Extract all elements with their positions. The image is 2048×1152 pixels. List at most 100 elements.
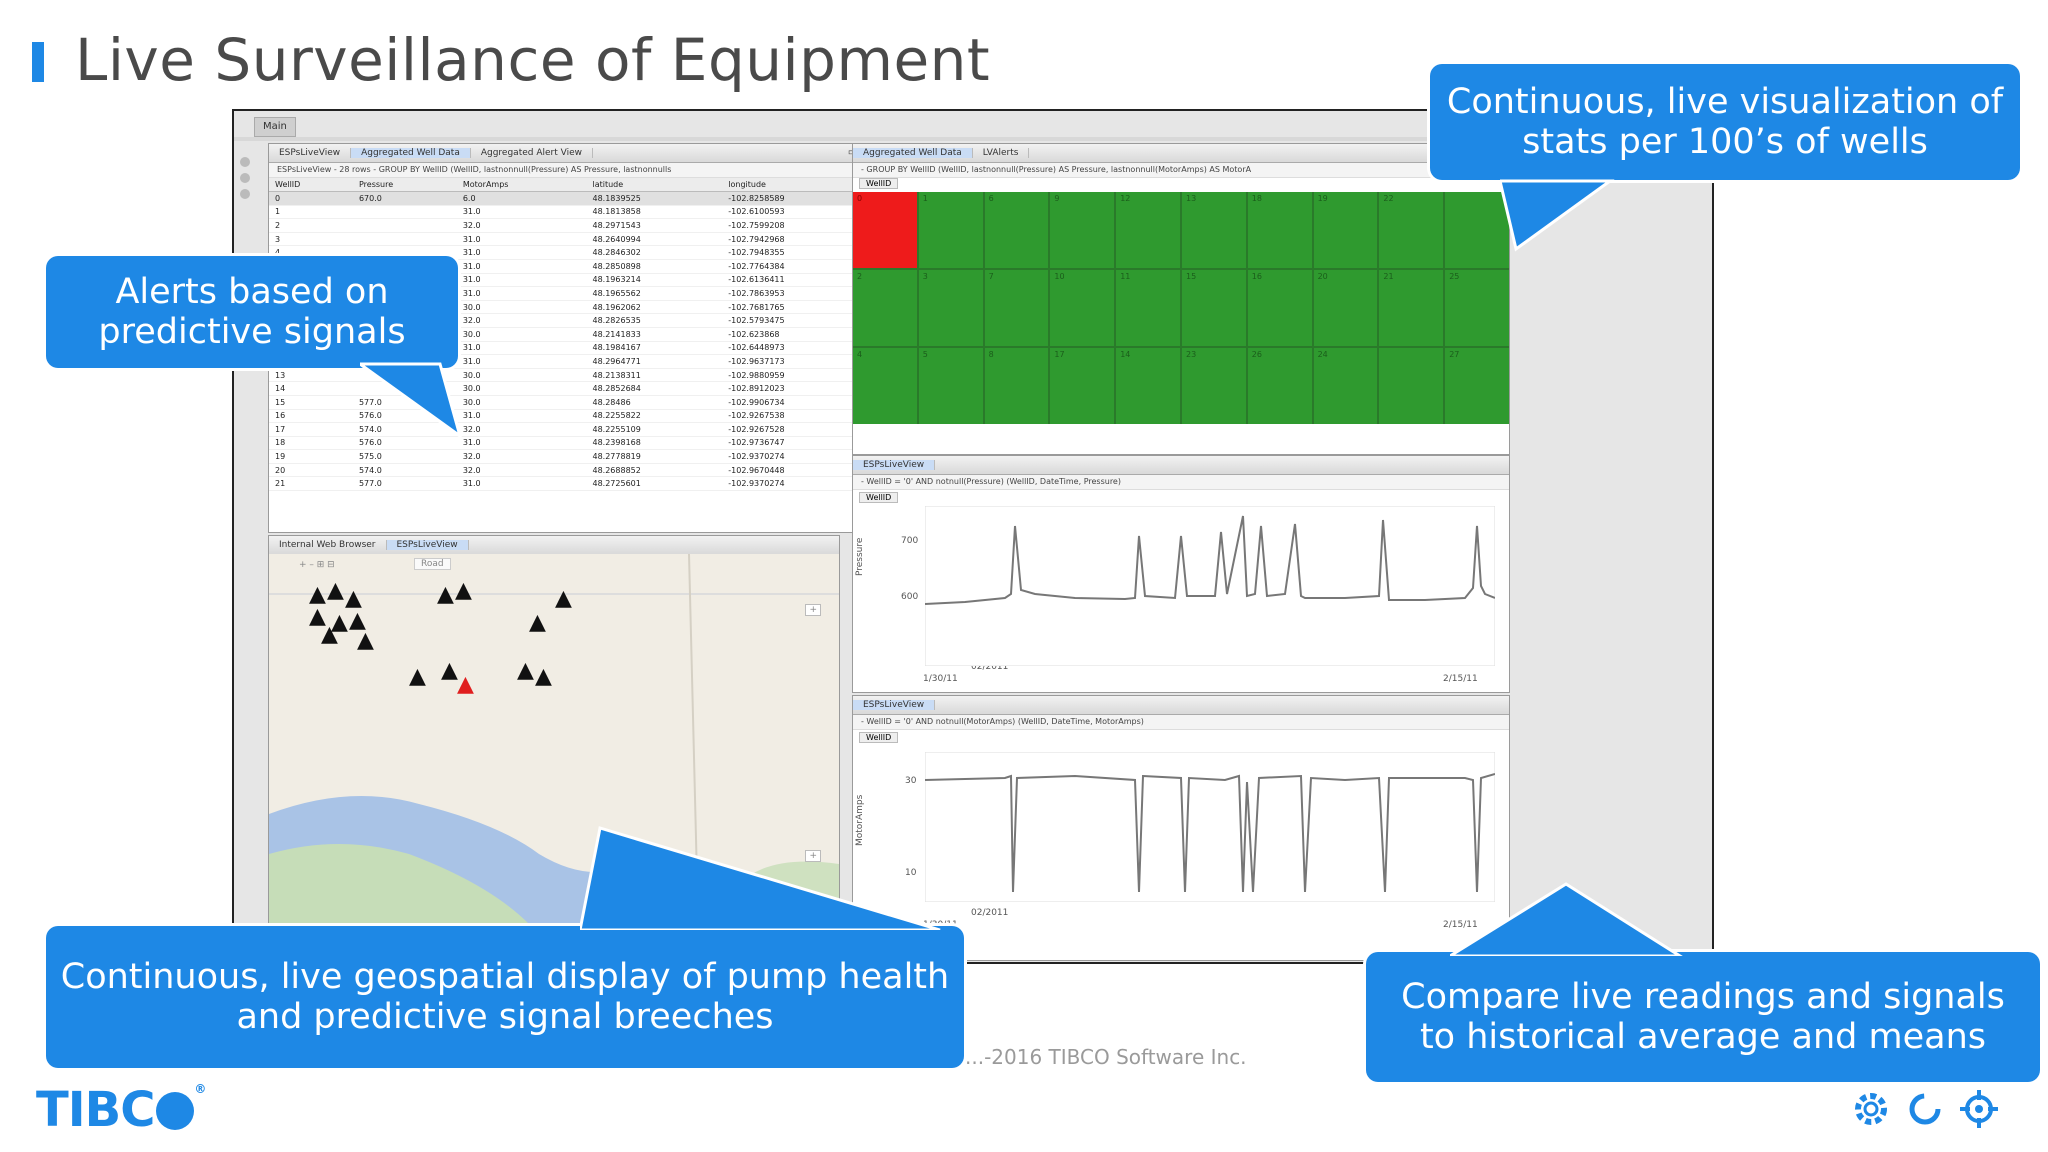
pump-jack-icon[interactable]: ▲ xyxy=(517,658,534,683)
map-zoom-in-control[interactable]: + xyxy=(805,850,821,862)
table-cell: -102.9370274 xyxy=(722,476,876,492)
heatmap-cell[interactable]: 23 xyxy=(1181,348,1246,424)
tab-lvalerts[interactable]: LVAlerts xyxy=(973,148,1030,158)
amps-query-text: - WellID = '0' AND notnull(MotorAmps) (W… xyxy=(853,715,1509,730)
pump-jack-icon[interactable]: ▲ xyxy=(321,622,338,647)
tab-aggregated-well-data[interactable]: Aggregated Well Data xyxy=(351,148,471,158)
pump-jack-icon[interactable]: ▲ xyxy=(309,582,326,607)
heatmap-cell[interactable]: 20 xyxy=(1313,270,1378,346)
table-cell: 30.0 xyxy=(456,327,587,342)
map-zoom-controls[interactable]: + – ⊞ ⊟ xyxy=(299,560,335,570)
heatmap-cell[interactable]: 3 xyxy=(918,270,983,346)
table-cell: 31.0 xyxy=(456,273,587,288)
column-header[interactable]: longitude xyxy=(722,178,876,192)
heatmap-cell[interactable]: 26 xyxy=(1247,348,1312,424)
heatmap-cell[interactable]: 24 xyxy=(1313,348,1378,424)
heatmap-cell[interactable]: 11 xyxy=(1116,270,1180,346)
table-cell: 576.0 xyxy=(352,436,457,451)
column-header[interactable]: Pressure xyxy=(352,178,457,192)
pump-jack-icon[interactable]: ▲ xyxy=(455,578,472,603)
pump-jack-icon[interactable]: ▲ xyxy=(535,664,552,689)
heatmap-cell[interactable]: 10 xyxy=(1050,270,1115,346)
tab-espsliveview[interactable]: ESPsLiveView xyxy=(269,148,352,158)
heatmap-cell[interactable]: 25 xyxy=(1445,270,1509,346)
main-tab[interactable]: Main xyxy=(254,117,296,137)
heatmap-cell[interactable]: 14 xyxy=(1116,348,1180,424)
heatmap-cell[interactable]: 22 xyxy=(1379,192,1444,268)
tab-espsliveview-amps[interactable]: ESPsLiveView xyxy=(853,700,936,710)
pump-jack-icon[interactable]: ▲ xyxy=(349,608,366,633)
heatmap-cell[interactable]: 15 xyxy=(1181,270,1246,346)
table-cell: 48.1839525 xyxy=(586,191,723,206)
pressure-field-chip[interactable]: WellID xyxy=(859,492,899,503)
pump-jack-icon[interactable]: ▲ xyxy=(441,658,458,683)
heatmap-cell[interactable] xyxy=(1379,348,1444,424)
pump-jack-icon[interactable]: ▲ xyxy=(357,628,374,653)
tab-aggregated-alert-view[interactable]: Aggregated Alert View xyxy=(471,148,593,158)
pump-jack-icon[interactable]: ▲ xyxy=(345,586,362,611)
pump-jack-icon[interactable]: ▲ xyxy=(529,610,546,635)
heatmap-cell[interactable]: 2 xyxy=(853,270,917,346)
heatmap-cell[interactable]: 27 xyxy=(1445,348,1509,424)
heatmap-cell[interactable]: 19 xyxy=(1313,192,1378,268)
tab-internal-web-browser[interactable]: Internal Web Browser xyxy=(269,540,387,550)
heatmap-cell[interactable]: 7 xyxy=(984,270,1049,346)
heatmap-cell[interactable] xyxy=(1445,192,1509,268)
table-cell: 48.2640994 xyxy=(586,232,723,247)
tab-espsliveview-pressure[interactable]: ESPsLiveView xyxy=(853,460,936,470)
heatmap-cell[interactable]: 21 xyxy=(1379,270,1444,346)
heatmap-cell[interactable]: 0 xyxy=(853,192,917,268)
heatmap-cell[interactable]: 8 xyxy=(984,348,1049,424)
pump-jack-icon[interactable]: ▲ xyxy=(331,610,348,635)
map-type-select[interactable]: Road xyxy=(414,558,451,570)
tibco-logo-text: TIBC xyxy=(36,1082,155,1138)
callout-live-visualization-line-1: Continuous, live visualization of xyxy=(1446,82,2004,122)
heatmap-cell[interactable]: 17 xyxy=(1050,348,1115,424)
corner-icons xyxy=(1850,1088,2000,1130)
heatmap-cell[interactable]: 5 xyxy=(918,348,983,424)
pump-jack-icon[interactable]: ▲ xyxy=(437,582,454,607)
pump-jack-icon[interactable]: ▲ xyxy=(327,578,344,603)
heatmap-cell[interactable]: 1 xyxy=(918,192,983,268)
column-header[interactable]: WellID xyxy=(269,178,353,192)
table-cell: 31.0 xyxy=(456,259,587,274)
amps-chart-pane: ESPsLiveView - WellID = '0' AND notnull(… xyxy=(852,695,1510,961)
tab-aggregated-well-data-2[interactable]: Aggregated Well Data xyxy=(853,148,973,158)
table-cell: 48.1813858 xyxy=(586,205,723,220)
table-cell: 48.2964771 xyxy=(586,354,723,369)
amps-field-chip[interactable]: WellID xyxy=(859,732,899,743)
table-cell: 30.0 xyxy=(456,395,587,410)
pump-jack-icon[interactable]: ▲ xyxy=(309,604,326,629)
table-cell: 48.2971543 xyxy=(586,218,723,233)
heatmap-cell[interactable]: 12 xyxy=(1116,192,1180,268)
tab-espsliveview-map[interactable]: ESPsLiveView xyxy=(386,540,469,550)
map-pan-control[interactable]: + xyxy=(805,604,821,616)
heatmap-cell[interactable]: 18 xyxy=(1247,192,1312,268)
pump-jack-icon[interactable]: ▲ xyxy=(409,664,426,689)
heatmap-cell[interactable]: 13 xyxy=(1181,192,1246,268)
heatmap-cell[interactable]: 16 xyxy=(1247,270,1312,346)
heatmap-cell[interactable]: 9 xyxy=(1050,192,1115,268)
heatmap-cell[interactable]: 6 xyxy=(984,192,1049,268)
table-cell: 574.0 xyxy=(352,463,457,478)
column-header[interactable]: MotorAmps xyxy=(456,178,587,192)
alert-pump-jack-icon[interactable]: ▲ xyxy=(457,672,474,697)
pump-jack-icon[interactable]: ▲ xyxy=(555,586,572,611)
column-header[interactable]: latitude xyxy=(586,178,723,192)
table-cell: 48.2141833 xyxy=(586,327,723,342)
gear-icon xyxy=(1855,1093,1887,1125)
heatmap-cell[interactable]: 4 xyxy=(853,348,917,424)
wellid-field-chip[interactable]: WellID xyxy=(859,178,899,189)
